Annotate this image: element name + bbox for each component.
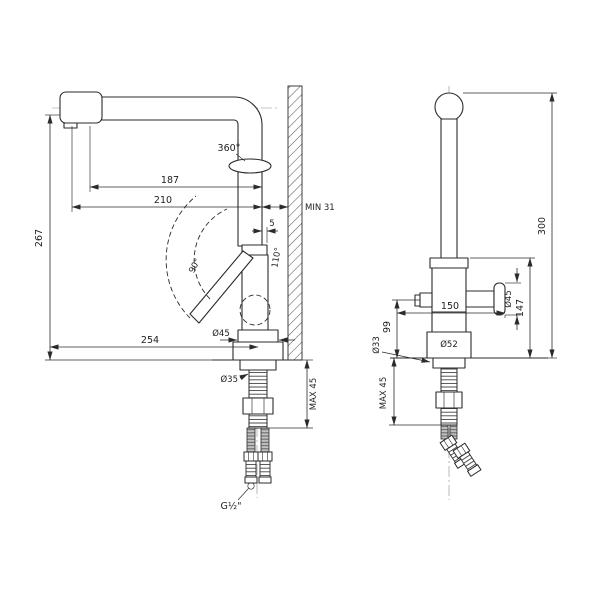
dia45-right-label: Ø45 [503,290,514,308]
gasket-left [239,359,277,371]
dim-max45-right: MAX 45 [379,357,441,426]
dim-dia45-right: Ø45 [503,268,521,330]
wall-hatch-section [287,85,303,361]
dim-99: 99 [382,299,420,359]
swing-arc-90 [165,195,197,319]
callout-circle [247,482,255,490]
hose-connector [257,451,273,484]
dim-210: 210 [71,126,263,212]
handle-arm [465,290,495,308]
dim-150-label: 150 [441,301,459,312]
dim-dia45-left: Ø45 [212,328,295,343]
mounting-nut-right [435,391,463,409]
dim-254: 254 [49,335,259,350]
dim-267-label: 267 [34,229,45,247]
body-cylinder-left [241,254,269,331]
dia45-left-label: Ø45 [212,328,230,339]
max45-left-label: MAX 45 [309,378,319,411]
dim-dia33: Ø33 [371,336,431,363]
supply-hose [246,427,256,453]
dia33-label: Ø33 [371,336,382,354]
dim-dia52: Ø52 [438,337,460,350]
mounting-nut-left [242,397,274,415]
dim-300-label: 300 [537,217,548,235]
body-collar-right [429,257,469,269]
angle-110-label: 110° [270,247,283,269]
dim-254-label: 254 [141,335,159,346]
faucet-body-left [189,244,284,361]
thread-size-label: G½" [221,501,242,512]
dim-187-label: 187 [161,175,179,186]
max45-right-label: MAX 45 [379,377,389,410]
dim-5: 5 [252,219,278,243]
right-view: 300 147 99 150 Ø45 Ø52 [371,86,557,500]
riser-pipe [440,118,458,259]
spout-head [59,91,103,124]
dim-147: 147 [470,257,535,359]
dim-150: 150 [396,300,506,318]
base-plate-left [232,341,284,361]
dim-dia35: Ø35 [220,373,249,385]
dim-5-label: 5 [269,219,274,229]
dim-max45-left: MAX 45 [269,359,319,429]
dim-300: 300 [463,92,557,359]
thread-callout: G½" [221,482,255,512]
left-outlet [419,292,433,308]
lever-handle [189,250,254,324]
dim-210-label: 210 [154,195,172,206]
dim-99-label: 99 [382,321,393,333]
gasket-right [432,357,466,369]
rotation-leader [235,153,246,162]
spout [59,91,263,247]
dim-187: 187 [89,126,263,192]
dim-min31-label: MIN 31 [305,203,335,213]
hose-connector [243,451,259,484]
top-knob [434,92,464,122]
mounting-hardware-left [239,359,277,484]
dim-147-label: 147 [515,299,526,317]
rotation-ellipse [228,158,272,174]
angle-90-label: 90° [187,257,203,275]
cartridge-dashed-circle [239,294,271,326]
base-flange-left [237,329,279,343]
spout-tube [99,96,263,247]
left-view: 360° 90° 110° G½" [34,85,335,512]
supply-hose [440,424,449,440]
dia52-label: Ø52 [440,339,458,350]
dia35-label: Ø35 [220,374,238,385]
flange-right [431,311,467,333]
dim-min31: MIN 31 [261,203,335,213]
mounting-hardware-right [432,357,483,478]
rotation-360-label: 360° [218,143,241,154]
dim-267: 267 [34,114,212,361]
supply-hose [260,427,270,453]
aerator [63,122,78,129]
